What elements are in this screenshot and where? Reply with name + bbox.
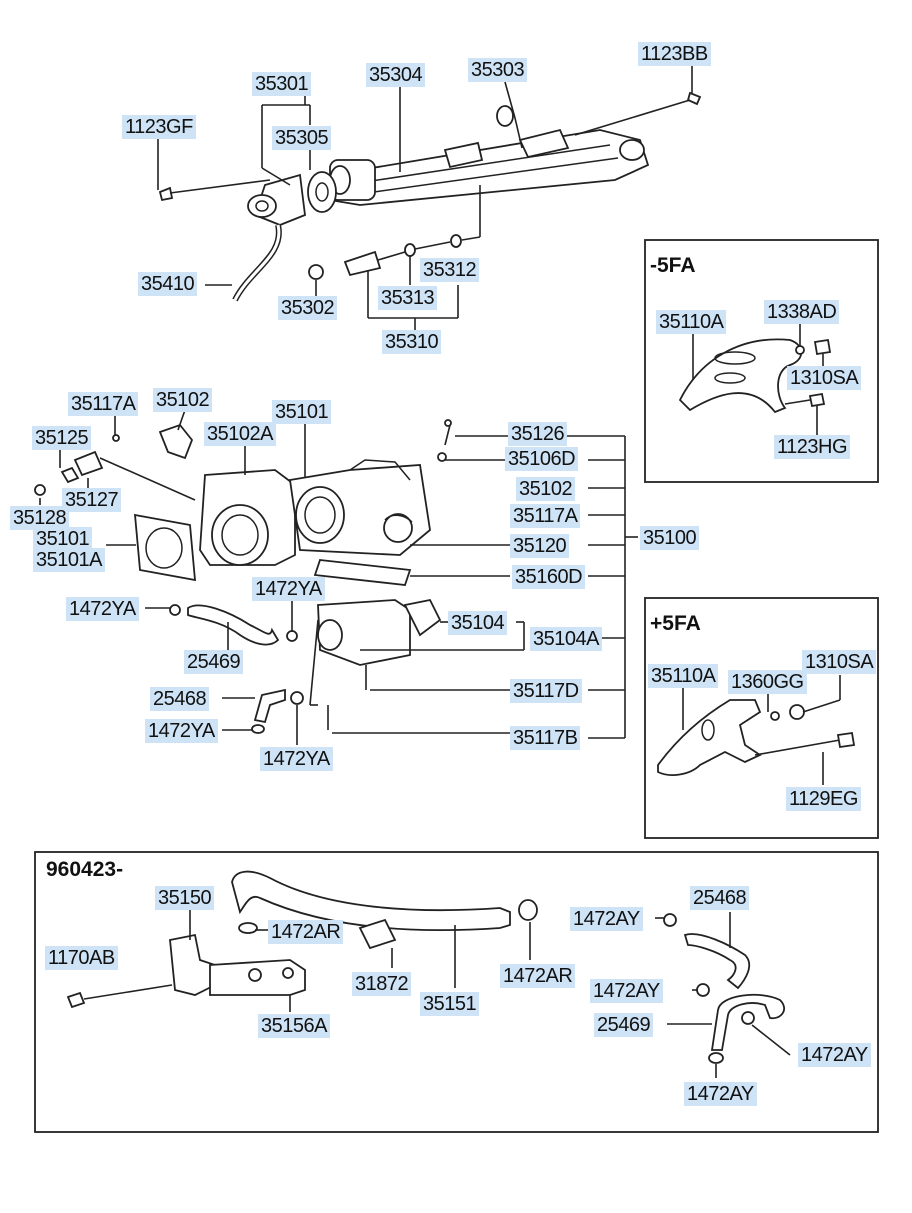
part-label-35127[interactable]: 35127 [62, 488, 122, 512]
part-label-35304[interactable]: 35304 [366, 63, 426, 87]
part-label-1472ya-center[interactable]: 1472YA [252, 577, 325, 601]
plus-5fa-header: +5FA [650, 612, 701, 635]
bracket-minus-5fa-drawing [678, 322, 832, 435]
part-label-35102a[interactable]: 35102A [204, 422, 276, 446]
part-label-1472ay-3[interactable]: 1472AY [798, 1043, 871, 1067]
part-label-1310sa-bottom[interactable]: 1310SA [802, 650, 877, 674]
lower-date-header: 960423- [46, 858, 124, 881]
part-label-35151[interactable]: 35151 [420, 992, 480, 1016]
leader-lines-middle [39, 409, 638, 745]
lower-assembly-drawing [66, 870, 785, 1064]
part-label-1338ad[interactable]: 1338AD [764, 300, 840, 324]
bracket-plus-5fa-drawing [657, 675, 856, 785]
part-label-35150[interactable]: 35150 [155, 886, 215, 910]
delivery-pipe-drawing [158, 91, 702, 302]
lower-assembly-box [34, 851, 879, 1133]
leader-lines-top [157, 66, 693, 330]
part-label-35313[interactable]: 35313 [378, 286, 438, 310]
part-label-35302[interactable]: 35302 [278, 296, 338, 320]
part-label-35305[interactable]: 35305 [272, 126, 332, 150]
part-label-35101-top[interactable]: 35101 [272, 400, 332, 424]
part-label-1472ay-4[interactable]: 1472AY [684, 1082, 757, 1106]
part-label-35117d[interactable]: 35117D [510, 679, 582, 703]
part-label-35106d[interactable]: 35106D [505, 447, 579, 471]
part-label-35104a[interactable]: 35104A [530, 627, 602, 651]
part-label-1472ar-left[interactable]: 1472AR [268, 920, 344, 944]
part-label-1472ay-1[interactable]: 1472AY [570, 907, 643, 931]
part-label-1123hg[interactable]: 1123HG [774, 435, 851, 459]
part-label-35410[interactable]: 35410 [138, 272, 198, 296]
part-label-35104[interactable]: 35104 [448, 611, 508, 635]
part-label-1472ya-bottom-left[interactable]: 1472YA [145, 719, 218, 743]
part-label-1129eg[interactable]: 1129EG [786, 787, 861, 811]
part-label-35110a-bottom[interactable]: 35110A [648, 664, 719, 688]
part-label-35303[interactable]: 35303 [468, 58, 528, 82]
part-label-35312[interactable]: 35312 [420, 258, 480, 282]
part-label-35100[interactable]: 35100 [640, 526, 700, 550]
part-label-35102-right[interactable]: 35102 [516, 477, 576, 501]
part-label-35301[interactable]: 35301 [252, 72, 312, 96]
throttle-body-drawing [34, 419, 452, 734]
part-label-35117a-left[interactable]: 35117A [68, 392, 139, 416]
part-label-35102-left[interactable]: 35102 [153, 388, 213, 412]
minus-5fa-header: -5FA [650, 254, 696, 277]
part-label-1123gf[interactable]: 1123GF [122, 115, 196, 139]
part-label-35117a-right[interactable]: 35117A [510, 504, 581, 528]
part-label-35128[interactable]: 35128 [10, 506, 70, 530]
part-label-1472ya-bottom[interactable]: 1472YA [260, 747, 333, 771]
part-label-35120[interactable]: 35120 [510, 534, 570, 558]
part-label-35156a[interactable]: 35156A [258, 1014, 330, 1038]
part-label-1170ab[interactable]: 1170AB [45, 946, 118, 970]
part-label-1472ay-2[interactable]: 1472AY [590, 979, 663, 1003]
plus-5fa-box [644, 597, 879, 839]
part-label-35101-left[interactable]: 35101 [33, 527, 93, 551]
part-label-25468-mid[interactable]: 25468 [150, 687, 210, 711]
part-label-35101a[interactable]: 35101A [33, 548, 105, 572]
part-label-1123bb[interactable]: 1123BB [638, 42, 711, 66]
part-label-25469-mid[interactable]: 25469 [184, 650, 244, 674]
part-label-25469-bottom[interactable]: 25469 [594, 1013, 654, 1037]
part-label-35310[interactable]: 35310 [382, 330, 442, 354]
part-label-25468-bottom[interactable]: 25468 [690, 886, 750, 910]
part-label-35117b[interactable]: 35117B [510, 726, 581, 750]
part-label-1472ar-right[interactable]: 1472AR [500, 964, 576, 988]
part-label-35126[interactable]: 35126 [508, 422, 568, 446]
part-label-1472ya-left[interactable]: 1472YA [66, 597, 139, 621]
minus-5fa-box [644, 239, 879, 483]
part-label-31872[interactable]: 31872 [352, 972, 412, 996]
part-label-35160d[interactable]: 35160D [512, 565, 586, 589]
part-label-1360gg[interactable]: 1360GG [728, 670, 807, 694]
part-label-35125[interactable]: 35125 [32, 426, 92, 450]
leader-lines-lower [189, 910, 791, 1078]
part-label-35110a-top[interactable]: 35110A [656, 310, 727, 334]
part-label-1310sa-top[interactable]: 1310SA [787, 366, 862, 390]
